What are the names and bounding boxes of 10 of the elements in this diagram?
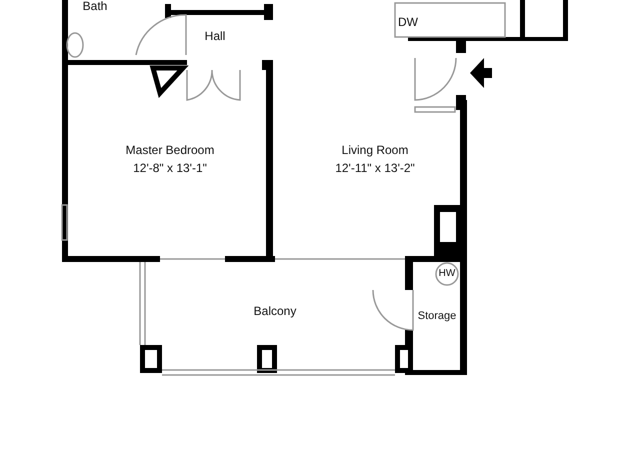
room-label: Hall <box>204 29 226 43</box>
room-label: Living Room <box>342 143 408 157</box>
room-label: Bath <box>82 0 108 13</box>
room-label: Master Bedroom <box>126 143 214 157</box>
room-label: Storage <box>418 309 456 323</box>
appliance-label: DW <box>398 15 418 29</box>
appliance-label: HW <box>438 267 456 281</box>
dimension-text: 12'-11" x 13'-2" <box>335 161 415 175</box>
dimension-text: 12'-8" x 13'-1" <box>133 161 207 175</box>
room-label: Balcony <box>254 304 296 318</box>
